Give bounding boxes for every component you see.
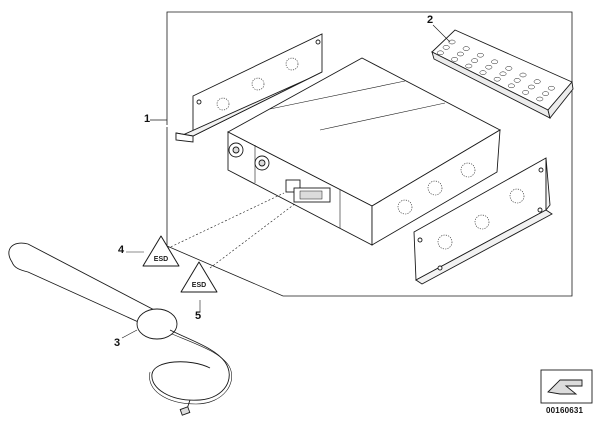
remote-button: [479, 70, 487, 75]
remote-button: [507, 83, 515, 89]
remote-control: [431, 29, 574, 119]
remote-button: [448, 39, 456, 45]
remote-button: [493, 76, 501, 82]
catalog-logo-box: [540, 369, 593, 404]
remote-button: [533, 79, 541, 84]
remote-button: [471, 58, 479, 63]
remote-button: [442, 45, 450, 50]
remote-button: [485, 64, 493, 70]
remote-button: [536, 96, 544, 102]
remote-button: [527, 84, 535, 90]
callout-1: 1: [144, 113, 151, 125]
esd-warning-sign-5: ESD: [180, 261, 218, 293]
remote-button: [522, 90, 530, 95]
remote-button: [542, 91, 550, 96]
remote-button: [465, 63, 473, 69]
remote-button: [499, 71, 507, 77]
remote-button: [519, 72, 527, 78]
leader-lines: [121, 24, 451, 339]
callout-3: 3: [114, 337, 121, 349]
remote-buttons: [436, 39, 555, 102]
mounting-bracket-right: [413, 157, 553, 285]
remote-button: [436, 50, 444, 56]
mounting-bracket-left: [175, 33, 323, 143]
antenna: [8, 242, 232, 416]
remote-button: [451, 57, 459, 62]
remote-button: [456, 51, 464, 57]
esd-symbol-text: ESD: [154, 256, 168, 263]
remote-button: [476, 52, 484, 58]
document-number: 00160631: [546, 406, 584, 415]
remote-button: [491, 59, 499, 65]
remote-button: [462, 46, 470, 51]
callout-5: 5: [195, 310, 202, 322]
remote-button: [513, 78, 521, 83]
remote-button: [505, 66, 513, 71]
callout-4: 4: [118, 244, 125, 256]
callout-2: 2: [427, 14, 434, 26]
remote-button: [547, 85, 555, 91]
esd-warning-sign-4: ESD: [142, 235, 180, 267]
esd-symbol-text: ESD: [192, 282, 206, 289]
receiver-unit: [227, 57, 501, 246]
